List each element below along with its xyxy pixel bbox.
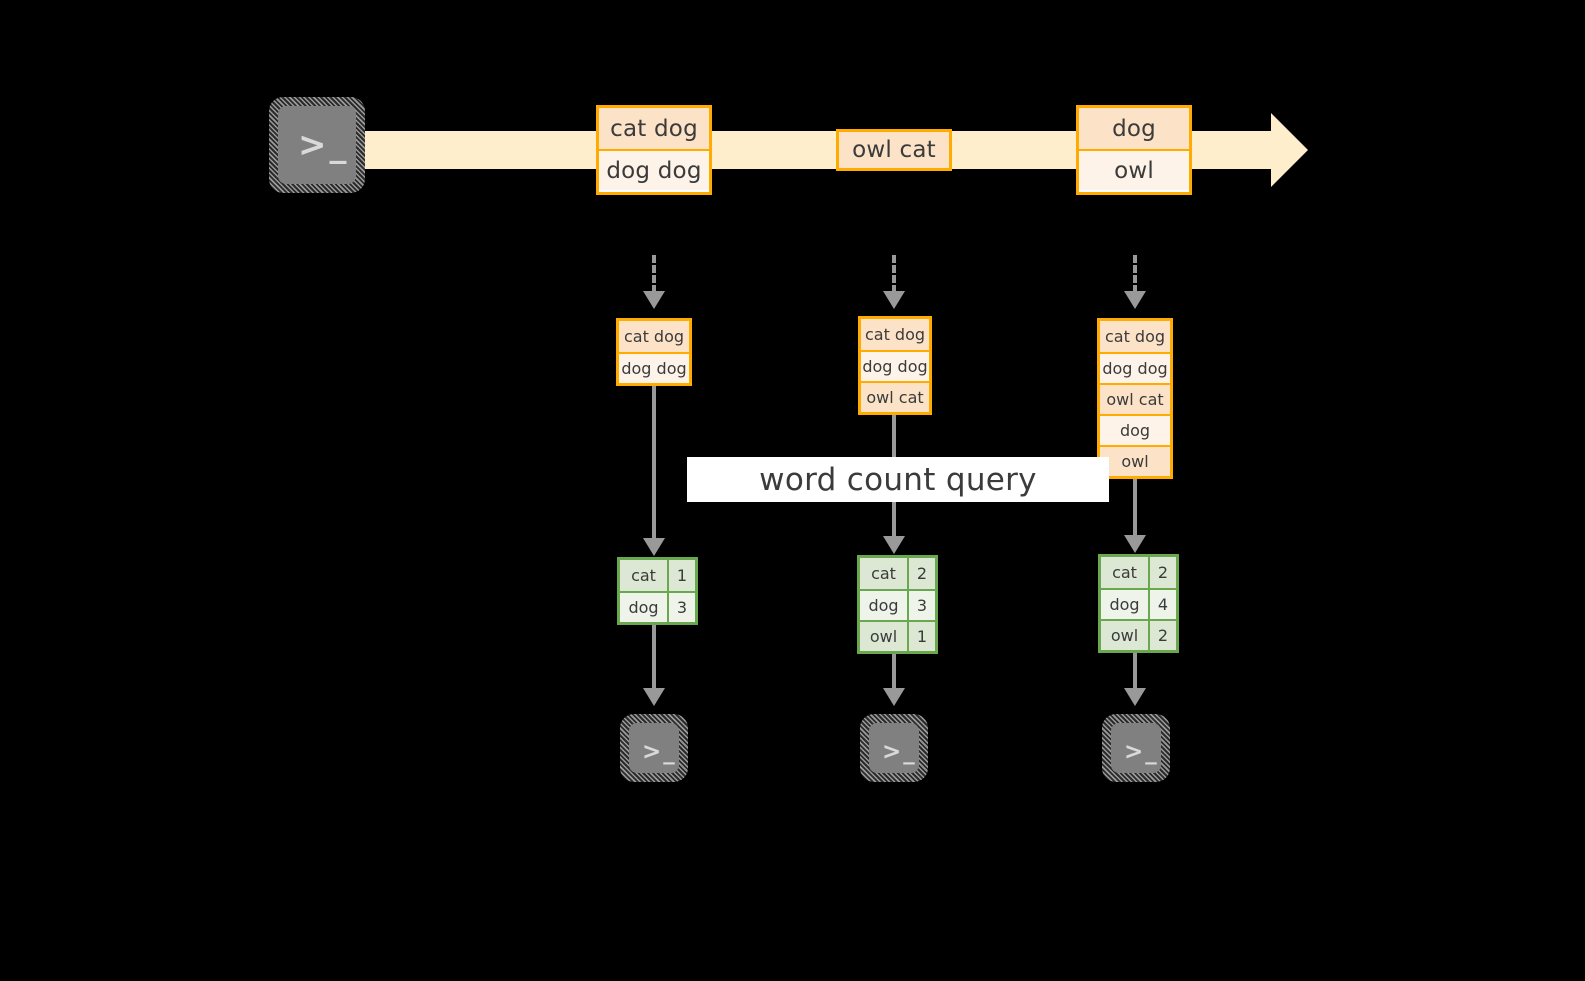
terminal-face (629, 723, 679, 773)
result-row: cat 2 (860, 558, 935, 589)
state-row: cat dog (619, 321, 689, 352)
stream-event-box: dog owl (1076, 105, 1192, 195)
stream-event-box: owl cat (836, 129, 952, 171)
state-to-result-arrowhead-icon (883, 536, 905, 554)
state-row: owl (1100, 445, 1170, 476)
result-word: dog (860, 591, 907, 620)
result-word: dog (1101, 590, 1148, 619)
state-to-result-arrowhead-icon (643, 538, 665, 556)
result-word: cat (620, 560, 667, 591)
result-word: owl (860, 622, 907, 651)
state-row: owl cat (1100, 383, 1170, 414)
result-row: dog 3 (860, 589, 935, 620)
stream-to-state-arrowhead-icon (1124, 291, 1146, 309)
result-to-sink-connector (652, 622, 656, 697)
stream-event-line: dog dog (599, 149, 709, 190)
event-stream-arrowhead-icon (1271, 113, 1308, 187)
stream-event-line: owl cat (839, 132, 949, 168)
state-table: cat dog dog dog owl cat (858, 316, 932, 415)
result-word: cat (1101, 557, 1148, 588)
result-row: cat 1 (620, 560, 695, 591)
sink-terminal-icon: >_ (860, 714, 928, 782)
result-word: owl (1101, 621, 1148, 650)
stream-event-line: dog (1079, 108, 1189, 149)
stream-event-line: owl (1079, 149, 1189, 190)
result-count: 1 (667, 560, 695, 591)
result-table: cat 2 dog 4 owl 2 (1098, 554, 1179, 653)
result-row: owl 2 (1101, 619, 1176, 650)
stream-event-box: cat dog dog dog (596, 105, 712, 195)
terminal-face (869, 723, 919, 773)
result-to-sink-arrowhead-icon (883, 688, 905, 706)
result-row: owl 1 (860, 620, 935, 651)
terminal-face (1111, 723, 1161, 773)
state-row: cat dog (861, 319, 929, 350)
state-to-result-connector (652, 386, 656, 551)
state-row: cat dog (1100, 321, 1170, 352)
sink-terminal-icon: >_ (1102, 714, 1170, 782)
state-row: dog (1100, 414, 1170, 445)
stream-source-terminal-icon: >_ (269, 97, 365, 193)
result-to-sink-arrowhead-icon (643, 688, 665, 706)
result-row: dog 3 (620, 591, 695, 622)
result-count: 2 (1148, 557, 1176, 588)
result-word: dog (620, 593, 667, 622)
stream-to-state-arrowhead-icon (643, 291, 665, 309)
query-label-text: word count query (759, 461, 1037, 498)
result-count: 4 (1148, 590, 1176, 619)
terminal-prompt-text: >_ (642, 739, 677, 765)
terminal-prompt-text: >_ (882, 739, 917, 765)
stream-to-state-connector (892, 255, 896, 293)
state-row: owl cat (861, 381, 929, 412)
result-count: 2 (907, 558, 935, 589)
stream-to-state-arrowhead-icon (883, 291, 905, 309)
terminal-face (278, 106, 356, 184)
result-to-sink-connector (892, 651, 896, 697)
state-to-result-arrowhead-icon (1124, 535, 1146, 553)
result-count: 3 (667, 593, 695, 622)
result-table: cat 2 dog 3 owl 1 (857, 555, 938, 654)
state-row: dog dog (1100, 352, 1170, 383)
result-count: 2 (1148, 621, 1176, 650)
stream-to-state-connector (652, 255, 656, 293)
terminal-prompt-text: >_ (1124, 739, 1159, 765)
state-to-result-connector (1133, 478, 1137, 546)
terminal-prompt-text: >_ (298, 125, 350, 165)
result-to-sink-arrowhead-icon (1124, 688, 1146, 706)
result-word: cat (860, 558, 907, 589)
state-table: cat dog dog dog (616, 318, 692, 386)
result-count: 3 (907, 591, 935, 620)
result-row: cat 2 (1101, 557, 1176, 588)
query-label-band: word count query (687, 457, 1109, 502)
state-table: cat dog dog dog owl cat dog owl (1097, 318, 1173, 479)
state-row: dog dog (861, 350, 929, 381)
result-count: 1 (907, 622, 935, 651)
result-to-sink-connector (1133, 650, 1137, 697)
result-row: dog 4 (1101, 588, 1176, 619)
stream-to-state-connector (1133, 255, 1137, 293)
stream-event-line: cat dog (599, 108, 709, 149)
result-table: cat 1 dog 3 (617, 557, 698, 625)
state-row: dog dog (619, 352, 689, 383)
sink-terminal-icon: >_ (620, 714, 688, 782)
